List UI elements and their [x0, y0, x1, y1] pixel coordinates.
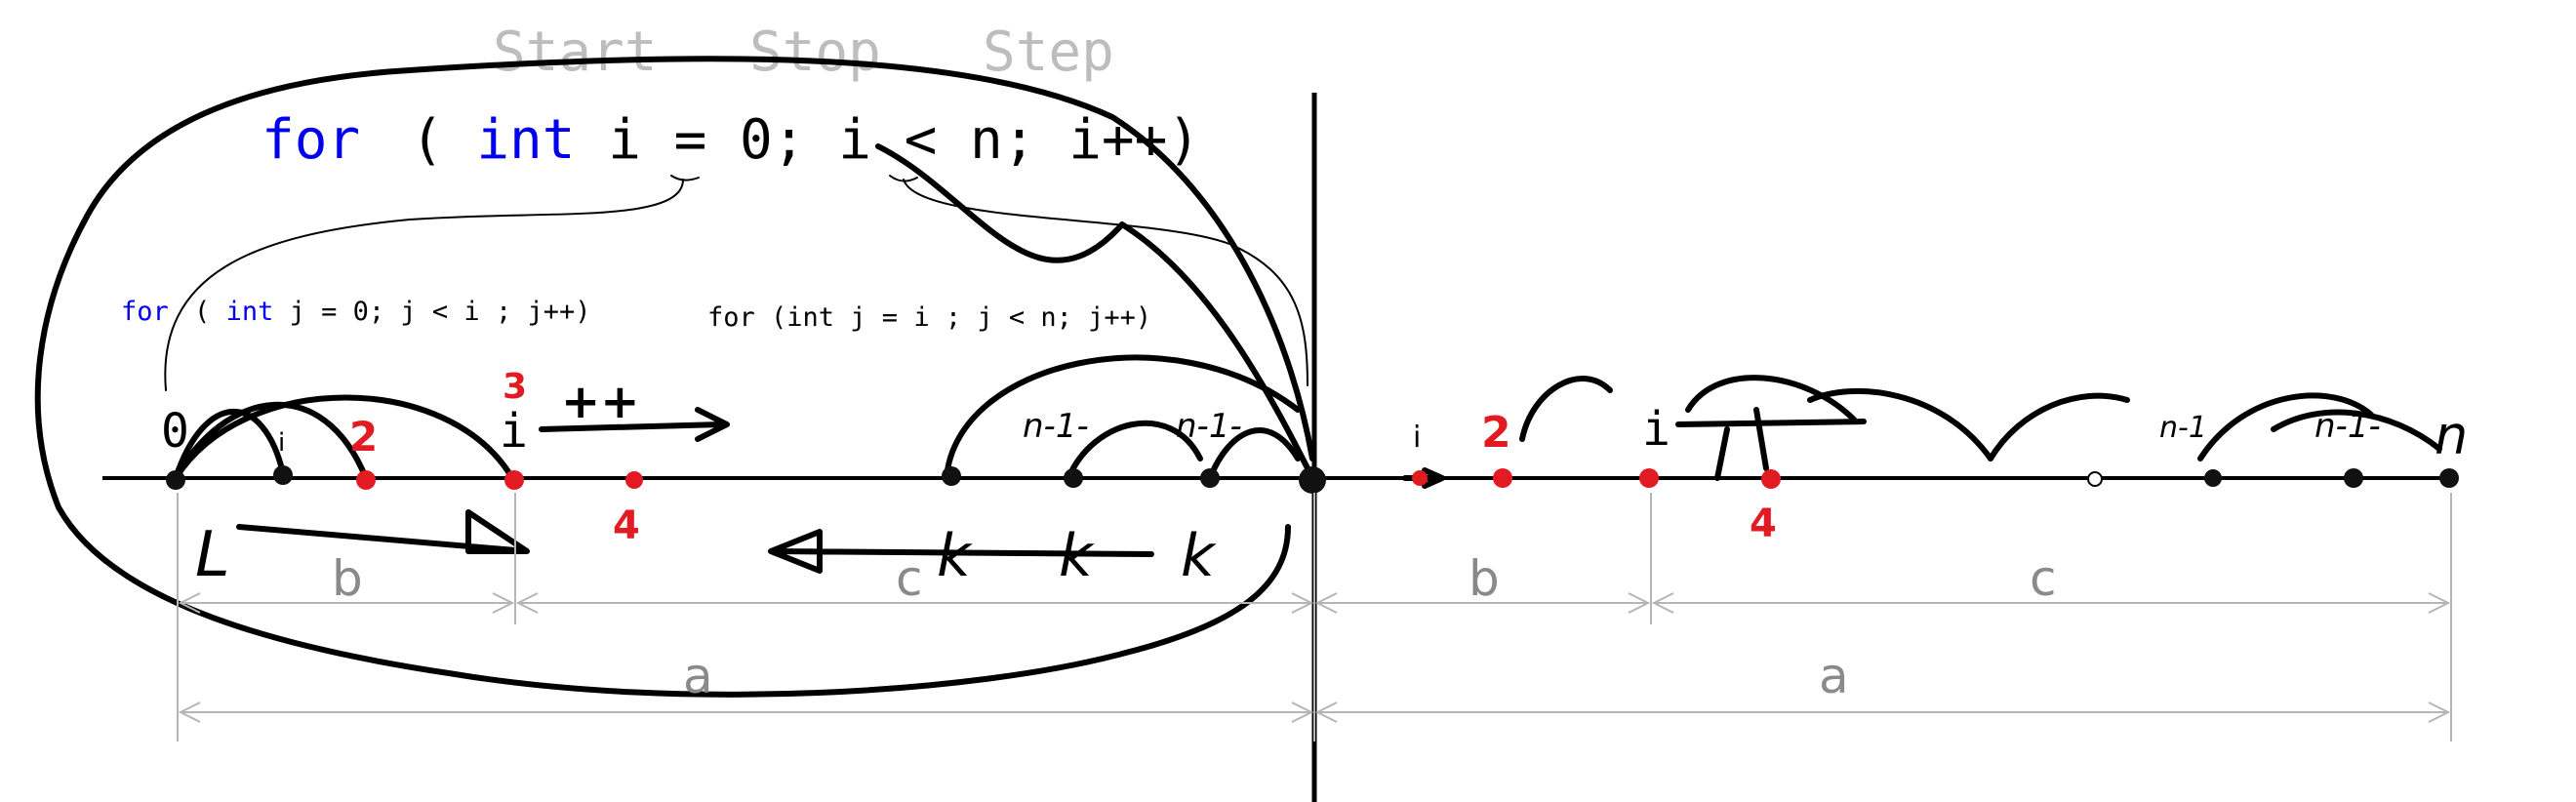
dim-c-right: c — [2030, 550, 2057, 607]
label-nm1b-right: n-1- — [2314, 407, 2381, 446]
label-four-left: 4 — [613, 503, 640, 548]
dim-a-left: a — [683, 648, 713, 704]
dim-a-right: a — [1819, 648, 1849, 704]
label-zero: 0 — [161, 404, 189, 459]
dimensions-left — [177, 493, 1315, 742]
inner-left-rest: j = 0; j < i ; j++) — [290, 297, 591, 327]
right-arcs — [1519, 375, 2442, 481]
label-i-right: i — [1642, 402, 1670, 457]
main-loop-for-keyword: for — [262, 108, 360, 172]
label-two-left: 2 — [349, 413, 378, 461]
label-four-right: 4 — [1750, 501, 1777, 546]
dim-c-left: c — [896, 550, 923, 607]
dim-b-right: b — [1469, 550, 1500, 607]
label-k3: k — [1181, 522, 1217, 590]
label-k2: k — [1059, 522, 1095, 590]
arrow-l-right — [236, 509, 530, 554]
label-L: L — [195, 519, 230, 591]
step-label: Step — [983, 20, 1114, 84]
label-small-i-right: i — [1413, 421, 1421, 455]
connector-zero — [164, 179, 684, 391]
start-label: Start — [493, 20, 658, 84]
main-loop-int-keyword: int — [476, 108, 575, 172]
stop-label: Stop — [749, 20, 881, 84]
inner-loop-right-code: for (int j = i ; j < n; j++) — [707, 302, 1151, 333]
arrow-plusplus — [539, 407, 730, 442]
label-small-l: i — [278, 428, 285, 458]
label-three-left: 3 — [503, 367, 527, 407]
label-two-right: 2 — [1481, 408, 1511, 458]
inner-left-open-paren: ( — [194, 297, 210, 327]
zero-underline — [670, 175, 700, 181]
label-nm1b-left: n-1- — [1176, 407, 1242, 446]
arrow-right-i — [1675, 419, 1867, 427]
label-k1: k — [937, 522, 973, 590]
left-dots — [166, 465, 1326, 494]
dim-b-left: b — [332, 550, 363, 607]
connector-n — [903, 179, 1308, 386]
inner-left-int-keyword: int — [226, 297, 274, 327]
arrow-k-left — [768, 529, 1154, 574]
label-i-left: i — [500, 404, 528, 459]
label-nm1-right: n-1 — [2159, 411, 2207, 445]
dimensions-right — [1314, 493, 2452, 742]
right-dots — [1412, 468, 2459, 489]
main-loop-open-paren: ( — [411, 108, 444, 172]
label-n-right: n — [2435, 405, 2468, 466]
inner-left-for-keyword: for — [121, 297, 169, 327]
main-loop-code: for ( int i = 0; i < n; i++) — [262, 108, 1200, 172]
left-arcs — [173, 354, 1301, 481]
label-plusplus: ++ — [561, 375, 639, 429]
label-nm1-left: n-1- — [1023, 407, 1089, 446]
outer-loop-curve — [34, 56, 1315, 698]
inner-loop-left-code: for ( int j = 0; j < i ; j++) — [121, 297, 590, 327]
